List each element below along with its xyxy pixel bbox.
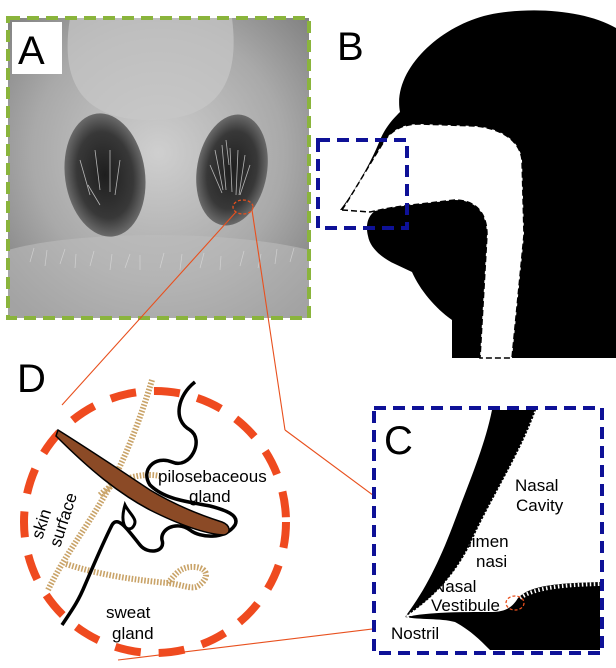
label-nasal-cavity-line1: Nasal	[515, 476, 558, 495]
panel-c: C Nasal Cavity limen nasi Nasal Vestibul…	[374, 408, 602, 653]
label-nasal-vestibule-line1: Nasal	[433, 577, 476, 596]
label-pilosebaceous-line1: pilosebaceous	[158, 467, 267, 486]
label-nasal-vestibule-line2: Vestibule	[431, 596, 500, 615]
panel-c-letter: C	[384, 419, 413, 463]
label-nasal-cavity-line2: Cavity	[516, 496, 564, 515]
panel-a: A	[8, 18, 309, 318]
label-pilosebaceous-line2: gland	[189, 487, 231, 506]
label-limen-nasi-line2: nasi	[476, 552, 507, 571]
panel-d-letter: D	[17, 357, 46, 401]
panel-b: B	[318, 10, 616, 358]
label-limen-nasi-line1: limen	[468, 532, 509, 551]
panel-b-letter: B	[337, 25, 364, 69]
panel-d: D pilosebaceous gland skin surface sweat…	[17, 357, 286, 653]
panel-a-letter: A	[18, 29, 45, 73]
label-nostril: Nostril	[391, 624, 439, 643]
label-sweat-gland-line1: sweat	[106, 603, 151, 622]
label-sweat-gland-line2: gland	[112, 624, 154, 643]
